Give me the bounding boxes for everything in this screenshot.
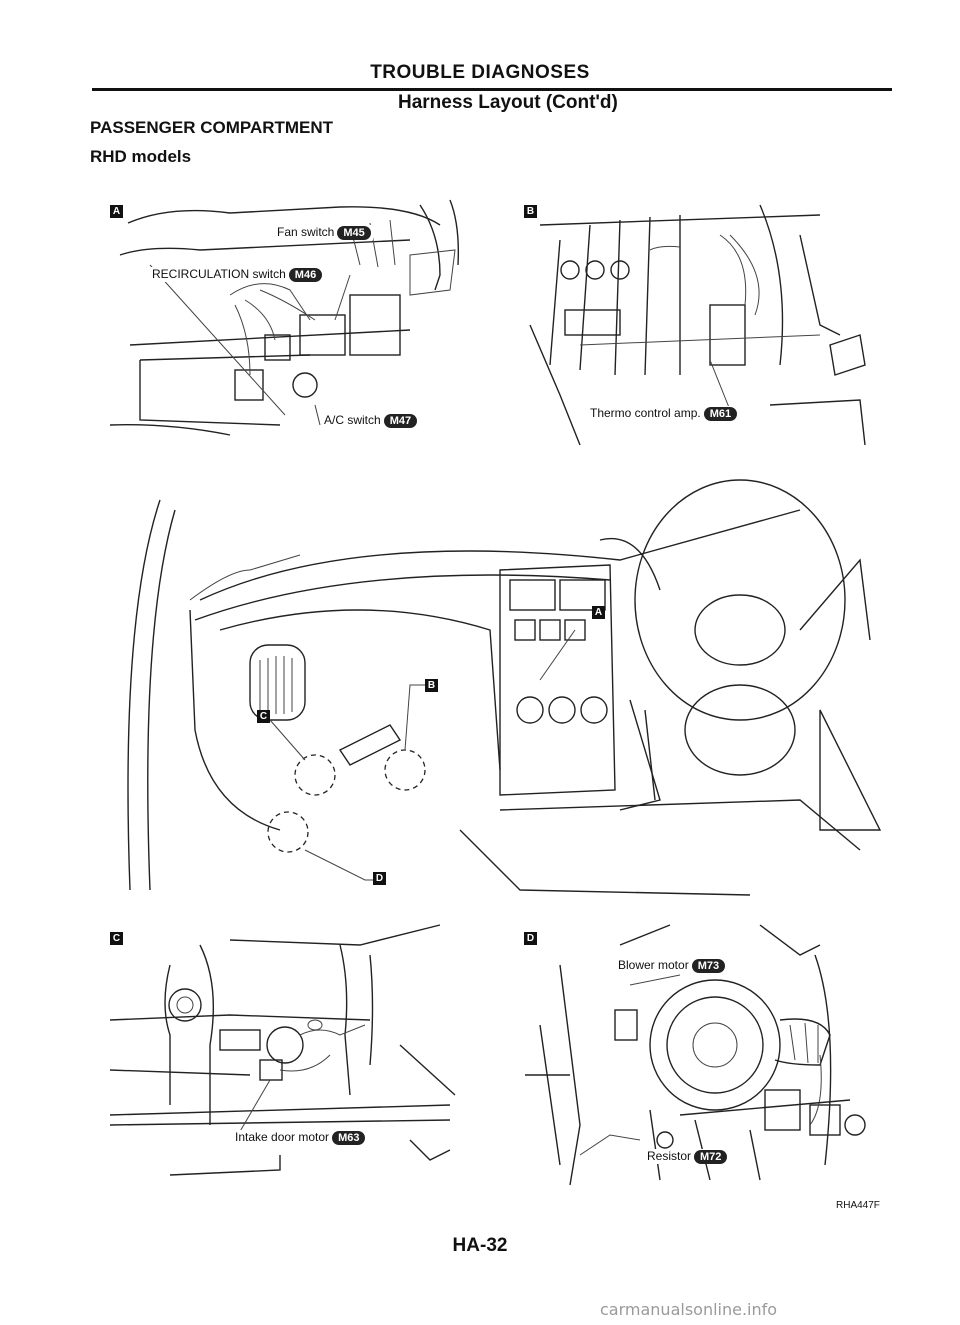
panel-main: A B C D xyxy=(100,470,882,905)
dashboard-illustration xyxy=(127,479,882,896)
fan-switch-label: Fan switch xyxy=(277,225,335,239)
panel-d-illustration xyxy=(525,924,866,1186)
main-tag-a: A xyxy=(592,606,605,619)
intake-door-motor-connector: M63 xyxy=(332,1131,366,1145)
ac-switch-label: A/C switch xyxy=(324,413,381,427)
thermo-control-amp-connector: M61 xyxy=(703,407,738,421)
recirculation-switch-connector: M46 xyxy=(288,268,323,282)
intake-door-motor-label: Intake door motor xyxy=(235,1130,330,1144)
panel-b-illustration xyxy=(529,204,866,446)
panel-b: B Thermo control amp.M61 xyxy=(520,195,875,460)
fan-switch-connector: M45 xyxy=(337,226,371,240)
blower-motor-label: Blower motor xyxy=(618,958,689,972)
thermo-control-amp-callout: Thermo control amp.M61 xyxy=(588,406,740,421)
recirculation-switch-label: RECIRCULATION switch xyxy=(152,267,286,281)
figure-reference: RHA447F xyxy=(836,1200,880,1211)
watermark: carmanualsonline.info xyxy=(600,1300,778,1319)
section-title: PASSENGER COMPARTMENT xyxy=(90,118,334,137)
page-header-title: TROUBLE DIAGNOSES xyxy=(370,62,590,83)
panel-d-tag: D xyxy=(524,932,537,945)
resistor-connector: M72 xyxy=(694,1150,728,1164)
panel-c-illustration xyxy=(109,924,456,1176)
resistor-label: Resistor xyxy=(647,1149,692,1163)
thermo-control-amp-label: Thermo control amp. xyxy=(590,406,701,420)
header-rule xyxy=(92,88,892,91)
ac-switch-connector: M47 xyxy=(383,414,418,428)
main-tag-d: D xyxy=(373,872,386,885)
main-tag-c: C xyxy=(257,710,270,723)
panel-b-tag: B xyxy=(524,205,537,218)
panel-c-tag: C xyxy=(110,932,123,945)
section-subtitle: RHD models xyxy=(90,147,192,166)
page-number: HA-32 xyxy=(452,1235,508,1256)
page-header-subtitle: Harness Layout (Cont'd) xyxy=(398,92,618,113)
main-tag-b: B xyxy=(425,679,438,692)
panel-a-tag: A xyxy=(110,205,123,218)
blower-motor-connector: M73 xyxy=(691,959,726,973)
